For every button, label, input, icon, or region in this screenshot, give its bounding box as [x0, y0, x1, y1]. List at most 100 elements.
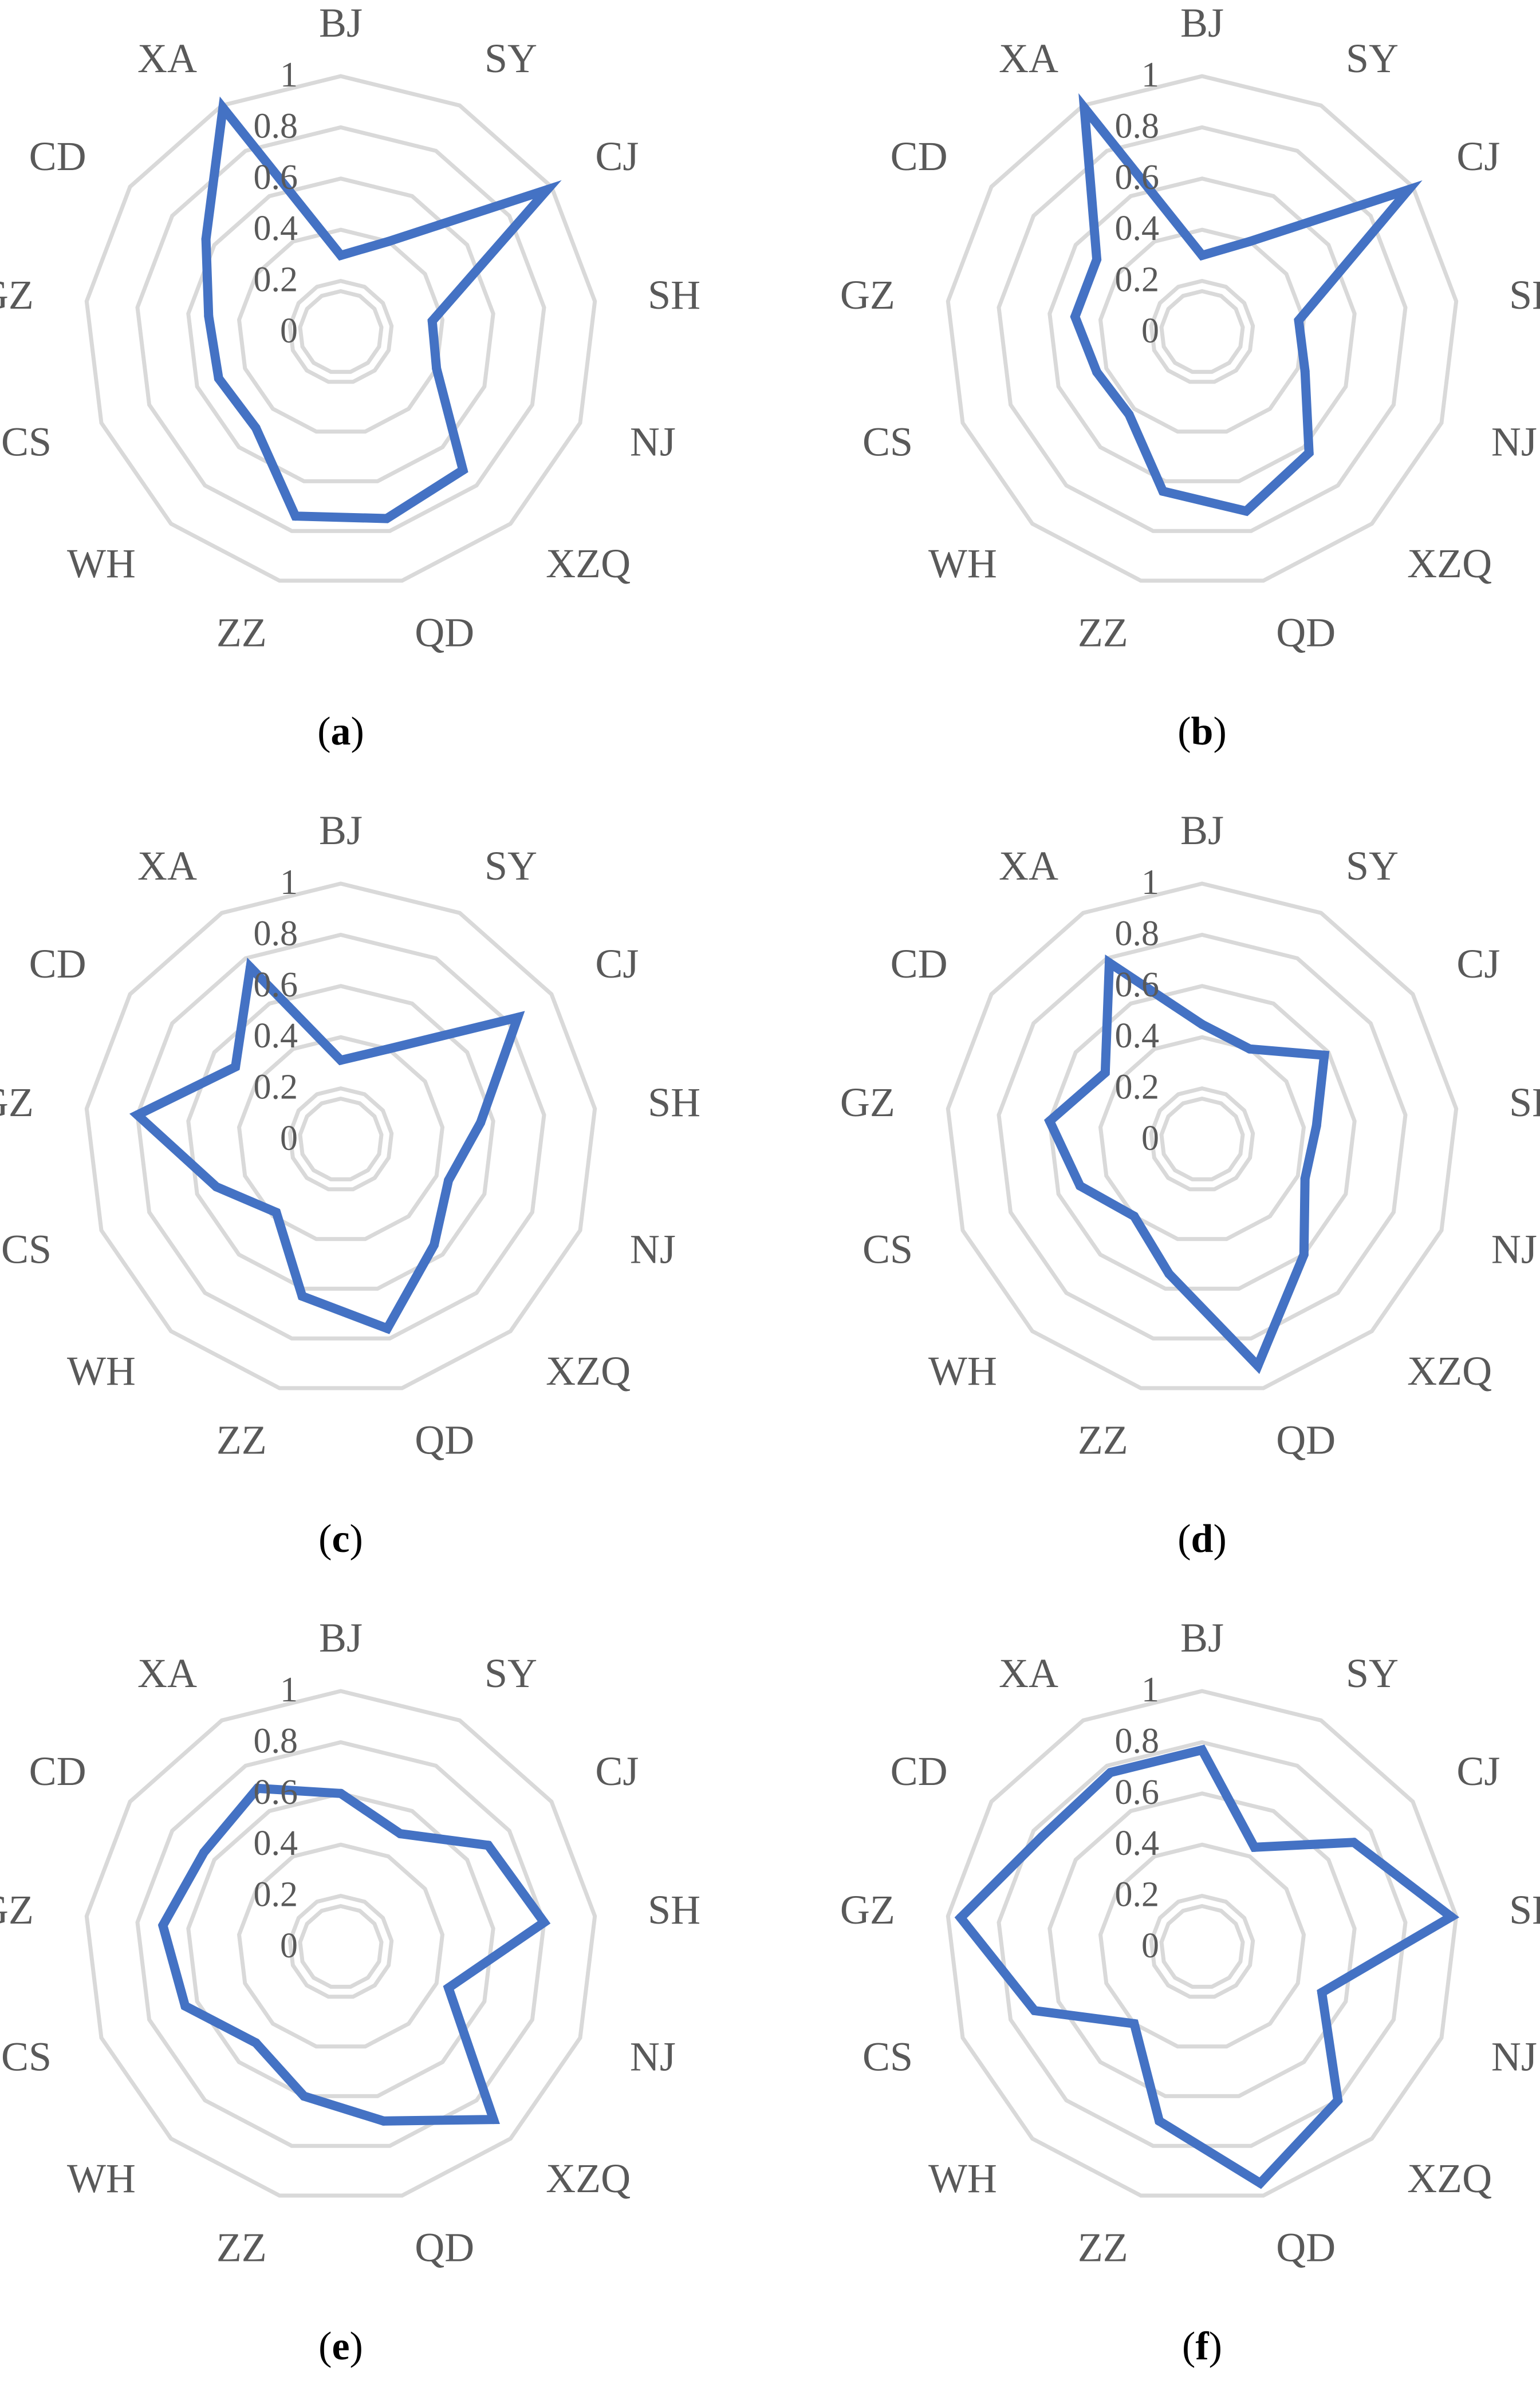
category-label-xzq: XZQ	[1407, 1348, 1492, 1394]
data-point-wh	[1129, 1211, 1139, 1221]
category-label-wh: WH	[67, 2155, 136, 2201]
category-label-cj: CJ	[595, 941, 639, 987]
tick-label: 0.8	[254, 1721, 298, 1760]
category-label-xa: XA	[999, 36, 1058, 81]
category-label-xzq: XZQ	[546, 1348, 631, 1394]
data-point-bj	[1198, 1745, 1207, 1755]
category-label-nj: NJ	[630, 1227, 676, 1272]
data-point-nj	[1300, 367, 1310, 376]
category-label-wh: WH	[928, 541, 997, 586]
grid-ring	[84, 881, 597, 1390]
tick-label: 1	[1141, 56, 1159, 94]
data-point-xa	[1105, 958, 1114, 968]
tick-label: 0.2	[254, 1875, 298, 1914]
data-point-cj	[1404, 185, 1413, 195]
tick-label: 0	[1141, 1119, 1159, 1158]
data-point-wh	[251, 423, 261, 433]
tick-label: 1	[280, 863, 298, 902]
tick-label: 0.6	[1115, 158, 1160, 197]
data-point-cd	[1092, 255, 1102, 264]
category-label-sy: SY	[1346, 36, 1399, 81]
data-point-cs	[214, 373, 223, 383]
data-point-xa	[1080, 103, 1089, 113]
data-point-zz	[299, 2091, 309, 2101]
category-label-zz: ZZ	[216, 609, 267, 655]
category-label-sh: SH	[1509, 272, 1540, 318]
category-label-xa: XA	[999, 843, 1058, 889]
data-point-nj	[1317, 1988, 1326, 1997]
grid-ring	[1149, 278, 1255, 384]
panel-caption: (a)	[317, 710, 364, 754]
category-label-gz: GZ	[840, 272, 895, 318]
category-label-sy: SY	[485, 1650, 537, 1696]
category-label-sy: SY	[485, 843, 537, 889]
data-point-qd	[1253, 1361, 1263, 1370]
category-label-xa: XA	[137, 1650, 197, 1696]
data-point-sh	[1446, 1912, 1456, 1922]
data-point-nj	[444, 1983, 454, 1993]
series-line	[129, 957, 525, 1334]
grid-ring	[237, 227, 445, 434]
tick-label: 0.4	[254, 1824, 298, 1863]
data-point-wh	[1124, 409, 1134, 419]
category-label-wh: WH	[67, 541, 136, 586]
tick-label: 0	[280, 312, 298, 350]
data-point-nj	[432, 364, 442, 373]
radar-panel-e: 00.20.40.60.81BJSYCJSHNJXZQQDZZWHCSGZCDX…	[0, 1615, 700, 2369]
tick-label: 0.4	[254, 1016, 298, 1055]
category-label-cd: CD	[29, 941, 86, 987]
tick-label: 0.4	[254, 209, 298, 248]
category-label-qd: QD	[1276, 609, 1336, 655]
tick-label: 0	[1141, 312, 1159, 350]
tick-label: 0.2	[1115, 1068, 1160, 1107]
category-label-bj: BJ	[319, 0, 363, 46]
tick-label: 1	[280, 1670, 298, 1709]
data-point-cd	[1100, 1068, 1110, 1078]
category-label-cj: CJ	[1456, 133, 1500, 179]
category-label-wh: WH	[67, 1348, 136, 1394]
series-line	[157, 1783, 551, 2126]
category-label-nj: NJ	[1491, 1227, 1537, 1272]
series-line	[954, 1744, 1460, 2189]
data-point-xa	[1106, 1768, 1115, 1778]
tick-label: 0	[1141, 1926, 1159, 1965]
panel-caption: (b)	[1177, 710, 1227, 754]
grid-ring	[1047, 984, 1357, 1291]
data-point-sy	[395, 1829, 405, 1839]
category-label-cd: CD	[891, 1748, 948, 1794]
category-label-sy: SY	[1346, 1650, 1399, 1696]
radar-panel-c: 00.20.40.60.81BJSYCJSHNJXZQQDZZWHCSGZCDX…	[0, 807, 700, 1561]
tick-label: 0.6	[254, 966, 298, 1004]
tick-label: 0.8	[254, 107, 298, 145]
category-label-zz: ZZ	[1078, 1417, 1128, 1463]
category-label-xzq: XZQ	[546, 2155, 631, 2201]
category-label-sh: SH	[1509, 1079, 1540, 1125]
data-point-sy	[1250, 1842, 1259, 1852]
category-label-nj: NJ	[1491, 419, 1537, 465]
data-point-qd	[382, 514, 392, 523]
category-label-zz: ZZ	[216, 2224, 267, 2270]
category-label-cd: CD	[29, 1748, 86, 1794]
grid-ring	[135, 932, 546, 1341]
data-point-zz	[1155, 2116, 1164, 2126]
radar-panel-f: 00.20.40.60.81BJSYCJSHNJXZQQDZZWHCSGZCDX…	[840, 1615, 1540, 2369]
tick-label: 0.4	[1115, 1016, 1160, 1055]
panel-caption: (e)	[318, 2324, 363, 2369]
data-point-cs	[1092, 367, 1102, 377]
tick-label: 0.2	[254, 1068, 298, 1107]
tick-label: 0	[280, 1926, 298, 1965]
category-label-xa: XA	[999, 1650, 1058, 1696]
tick-label: 0.4	[1115, 209, 1160, 248]
category-label-zz: ZZ	[1078, 609, 1128, 655]
tick-label: 0.8	[1115, 914, 1160, 953]
data-point-bj	[1198, 1019, 1207, 1029]
category-label-cd: CD	[891, 941, 948, 987]
category-label-cd: CD	[891, 133, 948, 179]
data-point-cs	[180, 2001, 190, 2011]
category-label-bj: BJ	[1180, 1615, 1224, 1661]
data-point-cj	[513, 1012, 522, 1022]
data-point-nj	[444, 1176, 454, 1185]
grid-ring	[237, 1035, 445, 1242]
grid-ring	[237, 1842, 445, 2049]
data-point-cd	[199, 1847, 208, 1857]
